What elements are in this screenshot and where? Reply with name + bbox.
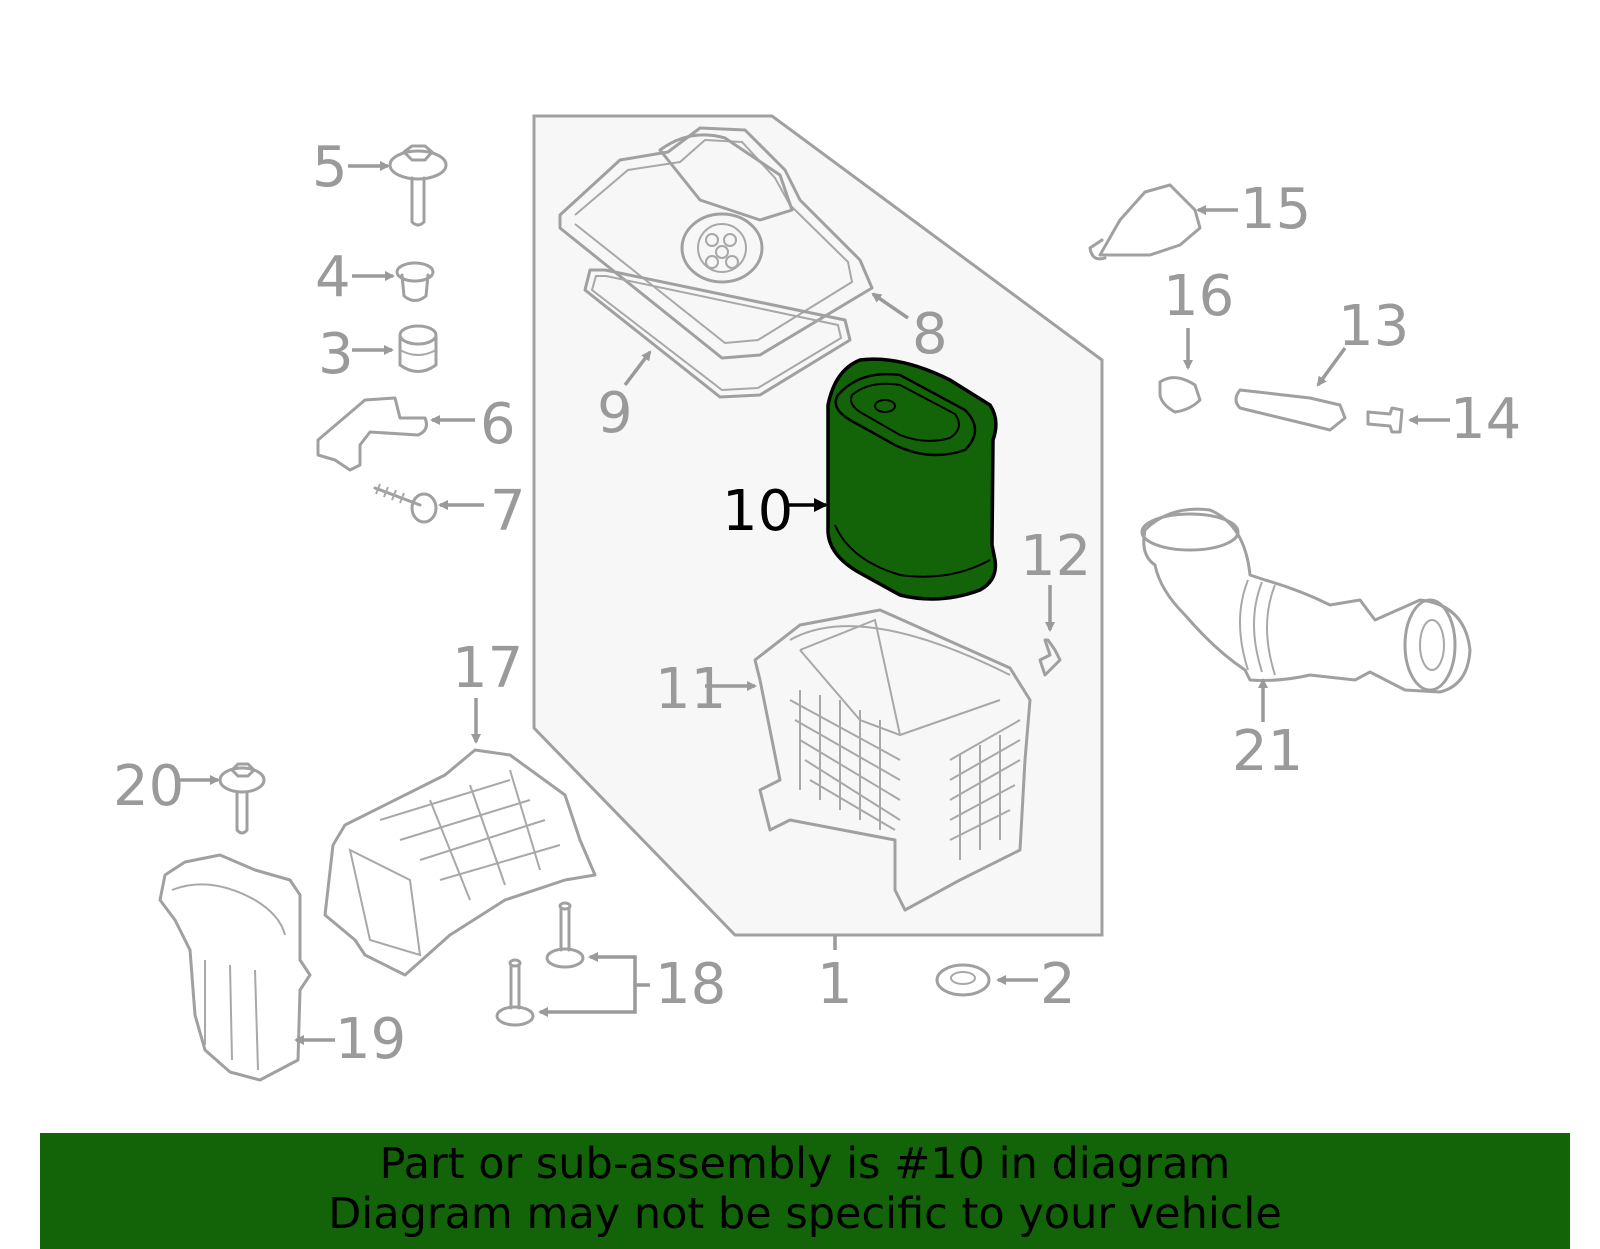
air-cleaner-cover xyxy=(558,126,874,360)
callout-10: 10 xyxy=(722,479,793,544)
plug-16 xyxy=(1158,376,1202,414)
callout-12: 12 xyxy=(1020,524,1091,589)
grommet-4 xyxy=(395,261,435,302)
air-filter-element xyxy=(826,357,998,601)
callout-20: 20 xyxy=(113,754,184,819)
bushing-3 xyxy=(398,324,438,373)
air-cleaner-lower-housing xyxy=(753,608,1032,912)
inlet-19 xyxy=(158,853,312,1082)
callout-15: 15 xyxy=(1240,177,1311,242)
banner-line-1: Part or sub-assembly is #10 in diagram xyxy=(379,1139,1231,1189)
assembly-box-outline xyxy=(532,114,1104,937)
callout-16: 16 xyxy=(1163,264,1234,329)
callout-6: 6 xyxy=(480,392,516,457)
info-banner: Part or sub-assembly is #10 in diagram D… xyxy=(40,1133,1570,1249)
bolt-5 xyxy=(388,144,448,227)
callout-7: 7 xyxy=(490,479,526,544)
callout-18: 18 xyxy=(655,952,726,1017)
callout-2: 2 xyxy=(1040,952,1076,1017)
clip xyxy=(1038,638,1062,677)
callout-3: 3 xyxy=(318,322,354,387)
intake-duct-21 xyxy=(1140,507,1472,694)
callout-17: 17 xyxy=(452,636,523,701)
air-duct-17 xyxy=(323,748,597,977)
stud-18-lower xyxy=(495,958,535,1027)
callout-14: 14 xyxy=(1450,387,1521,452)
callout-4: 4 xyxy=(315,245,351,310)
callout-13: 13 xyxy=(1338,294,1409,359)
bolt-20 xyxy=(218,762,266,835)
cover-gasket xyxy=(583,268,852,399)
bracket-6 xyxy=(316,396,428,472)
washer-2 xyxy=(935,963,991,997)
screw-7 xyxy=(373,483,438,524)
callout-11: 11 xyxy=(655,657,726,722)
banner-line-2: Diagram may not be specific to your vehi… xyxy=(328,1189,1282,1239)
callout-8: 8 xyxy=(912,302,948,367)
sensor-13 xyxy=(1234,388,1347,432)
callout-9: 9 xyxy=(597,381,633,446)
stud-18-upper xyxy=(545,901,585,969)
callout-1: 1 xyxy=(817,952,853,1017)
callout-21: 21 xyxy=(1232,719,1303,784)
leader-lines xyxy=(180,161,1450,1045)
boot-15 xyxy=(1088,183,1202,261)
callout-19: 19 xyxy=(335,1007,406,1072)
callout-5: 5 xyxy=(312,135,348,200)
fastener-14 xyxy=(1366,406,1404,434)
